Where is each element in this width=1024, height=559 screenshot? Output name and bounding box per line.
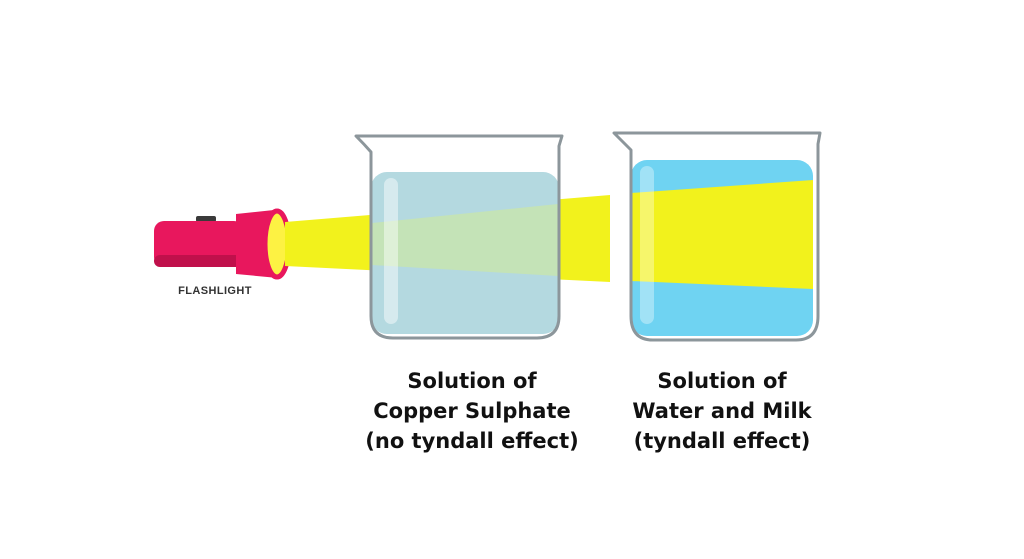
caption-line: (tyndall effect): [633, 429, 811, 453]
beam-through-milk: [631, 180, 813, 289]
caption-line: Solution of: [407, 369, 537, 393]
flashlight-handle-shade: [154, 255, 244, 267]
caption-line: Copper Sulphate: [373, 399, 571, 423]
beaker-water-and-milk: [612, 131, 822, 342]
caption-line: Water and Milk: [632, 399, 812, 423]
caption-line: Solution of: [657, 369, 787, 393]
glass-highlight: [384, 178, 398, 324]
glass-highlight: [640, 166, 654, 324]
caption-water-and-milk: Solution of Water and Milk (tyndall effe…: [592, 366, 852, 456]
beaker-copper-sulphate: [354, 134, 564, 340]
beam-through-copper-sulphate: [372, 204, 558, 276]
flashlight: [154, 208, 292, 280]
flashlight-switch: [196, 216, 216, 222]
beaker-glass: [612, 131, 822, 342]
beaker-glass: [354, 134, 564, 340]
caption-line: (no tyndall effect): [365, 429, 579, 453]
caption-copper-sulphate: Solution of Copper Sulphate (no tyndall …: [342, 366, 602, 456]
flashlight-label: FLASHLIGHT: [178, 285, 252, 297]
